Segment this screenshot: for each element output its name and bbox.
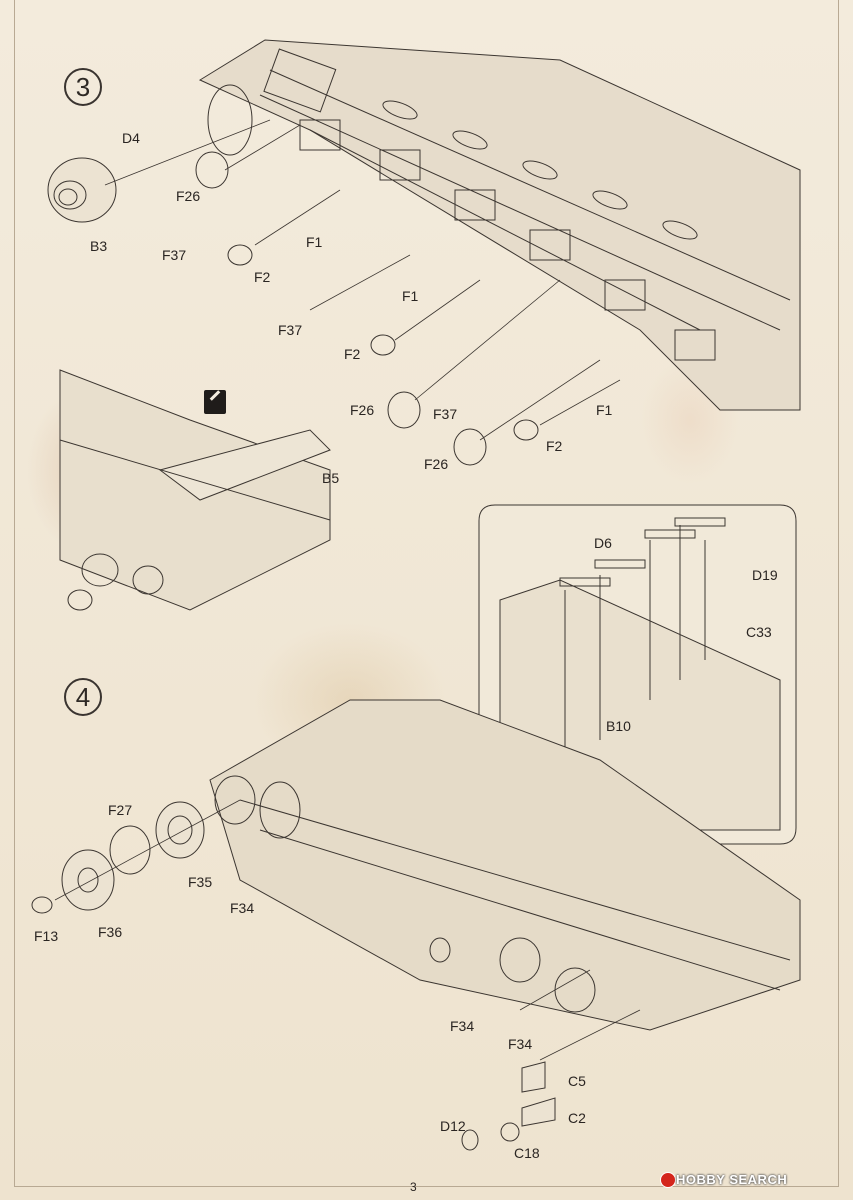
part-label: B3 — [90, 238, 108, 254]
part-label: D19 — [752, 567, 778, 583]
part-label: C18 — [514, 1145, 540, 1161]
part-label: F1 — [596, 402, 613, 418]
part-label: C33 — [746, 624, 772, 640]
part-label: B5 — [322, 470, 340, 486]
part-label: F35 — [188, 874, 213, 890]
part-label: C2 — [568, 1110, 586, 1126]
part-label: F26 — [350, 402, 375, 418]
part-label: F26 — [424, 456, 449, 472]
part-label: F1 — [402, 288, 419, 304]
part-label: D12 — [440, 1118, 466, 1134]
drive-hub-b3 — [47, 151, 539, 466]
part-label: C5 — [568, 1073, 586, 1089]
part-label: F13 — [34, 928, 59, 944]
page-number: 3 — [410, 1180, 417, 1194]
part-label: D4 — [122, 130, 140, 146]
part-label: F34 — [450, 1018, 475, 1034]
step-number-3: 3 — [64, 68, 102, 106]
part-label: F26 — [176, 188, 201, 204]
part-label: F2 — [344, 346, 361, 362]
page-border — [14, 0, 839, 1187]
hull-step4-assembly — [209, 699, 801, 1031]
part-label: B10 — [606, 718, 631, 734]
part-label: F34 — [230, 900, 255, 916]
part-label: F2 — [254, 269, 271, 285]
step-number-4: 4 — [64, 678, 102, 716]
hull-upper-assembly — [198, 39, 801, 411]
cement-glue-icon — [204, 390, 226, 414]
part-label: F37 — [433, 406, 458, 422]
hobby-search-logo-icon — [660, 1172, 676, 1188]
sprocket-parts — [31, 799, 241, 914]
part-label: F2 — [546, 438, 563, 454]
part-label: F37 — [278, 322, 303, 338]
part-label: F27 — [108, 802, 133, 818]
part-label: F34 — [508, 1036, 533, 1052]
part-label: D6 — [594, 535, 612, 551]
part-label: F1 — [306, 234, 323, 250]
watermark: HOBBY SEARCH — [676, 1172, 788, 1187]
hull-lower-assembly — [59, 369, 331, 611]
part-label: F37 — [162, 247, 187, 263]
part-label: F36 — [98, 924, 123, 940]
suspension-parts-step4 — [461, 969, 641, 1151]
